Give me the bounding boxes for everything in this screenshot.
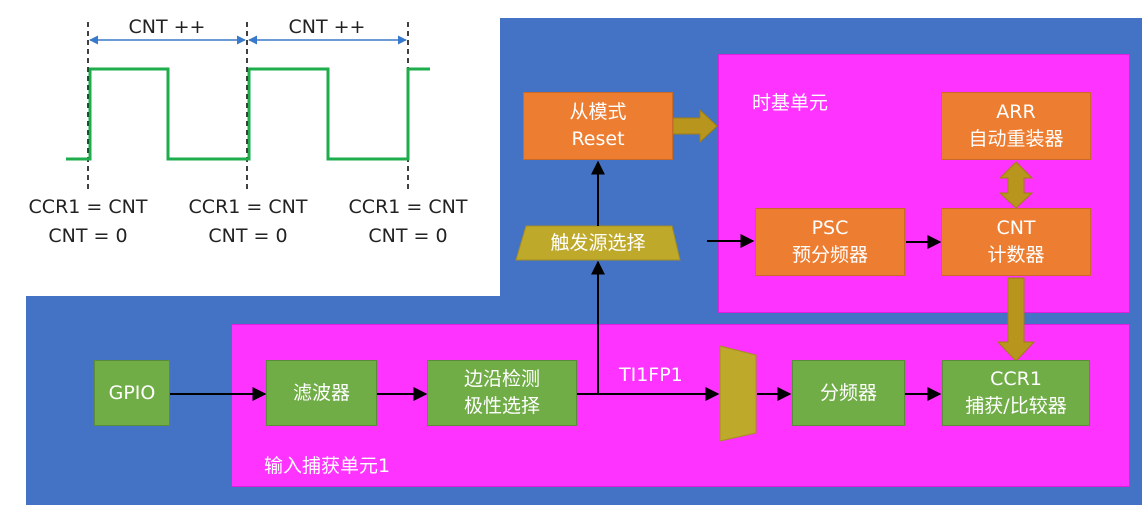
ti1fp1-label: TI1FP1 — [619, 364, 683, 386]
arr-label: ARR — [996, 101, 1036, 123]
timebase-title: 时基单元 — [752, 92, 829, 114]
arr-block: ARR 自动重装器 — [941, 92, 1091, 160]
polarity-select-label: 极性选择 — [463, 395, 540, 417]
event-1-cnt: CNT = 0 — [48, 225, 128, 247]
event-3-cnt: CNT = 0 — [368, 225, 448, 247]
edge-detect-block: 边沿检测 极性选择 — [427, 360, 577, 426]
ccr1-sublabel: 捕获/比较器 — [965, 395, 1067, 417]
slave-to-timebase-arrow — [672, 108, 718, 144]
psc-sublabel: 预分频器 — [791, 244, 868, 266]
filter-block: 滤波器 — [266, 360, 377, 426]
event-label-3: CCR1 = CNT CNT = 0 — [338, 193, 478, 251]
event-label-2: CCR1 = CNT CNT = 0 — [178, 193, 318, 251]
ccr1-block: CCR1 捕获/比较器 — [942, 360, 1090, 426]
divider-label: 分频器 — [819, 381, 877, 404]
square-wave — [66, 67, 430, 161]
cnt-sublabel: 计数器 — [987, 244, 1045, 266]
event-2-cnt: CNT = 0 — [208, 225, 288, 247]
arr-sublabel: 自动重装器 — [968, 128, 1064, 150]
cnt-label: CNT — [996, 217, 1036, 239]
cnt-label-1: CNT ++ — [128, 16, 206, 38]
edge-detect-label: 边沿检测 — [463, 368, 540, 390]
psc-block: PSC 预分频器 — [755, 208, 905, 276]
gpio-block: GPIO — [94, 360, 170, 426]
input-mux-shape — [719, 345, 757, 442]
cnt-to-ccr1-arrow — [996, 277, 1036, 362]
slave-mode-reset-label: Reset — [571, 128, 625, 150]
cnt-block: CNT 计数器 — [941, 208, 1091, 276]
slave-mode-block: 从模式 Reset — [523, 92, 673, 160]
input-capture-title: 输入捕获单元1 — [264, 455, 391, 477]
ccr1-label: CCR1 — [990, 368, 1042, 390]
event-label-1: CCR1 = CNT CNT = 0 — [18, 193, 158, 251]
trigger-select-label: 触发源选择 — [550, 231, 646, 254]
cnt-label-2: CNT ++ — [288, 16, 366, 38]
filter-label: 滤波器 — [292, 381, 350, 404]
event-2-ccr: CCR1 = CNT — [188, 196, 308, 218]
slave-mode-label: 从模式 — [569, 101, 627, 123]
trigger-select: 触发源选择 — [516, 226, 680, 260]
arr-cnt-arrow — [998, 161, 1034, 209]
event-1-ccr: CCR1 = CNT — [28, 196, 148, 218]
divider-block: 分频器 — [792, 360, 905, 426]
gpio-label: GPIO — [108, 381, 156, 404]
trigger-select-shape — [515, 225, 681, 261]
psc-label: PSC — [811, 217, 849, 239]
event-3-ccr: CCR1 = CNT — [348, 196, 468, 218]
